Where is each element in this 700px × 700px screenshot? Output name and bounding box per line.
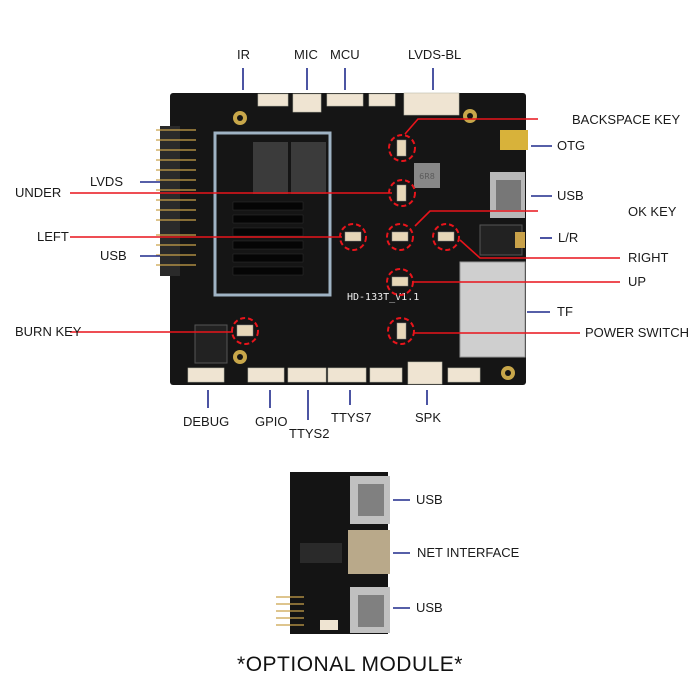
label-ttys7: TTYS7 — [331, 410, 372, 425]
label-module-usb-bottom: USB — [416, 600, 443, 615]
optional-module-board — [276, 472, 390, 634]
label-right: RIGHT — [628, 250, 669, 265]
label-ok-key: OK KEY — [628, 204, 677, 219]
label-backspace-key: BACKSPACE KEY — [572, 112, 681, 127]
inductor — [414, 163, 440, 188]
label-debug: DEBUG — [183, 414, 230, 429]
label-lr: L/R — [558, 230, 579, 245]
label-usb-right: USB — [557, 188, 584, 203]
port-leader-lines — [140, 68, 552, 609]
label-under: UNDER — [15, 185, 62, 200]
label-spk: SPK — [415, 410, 442, 425]
button-leader-lines — [70, 118, 620, 334]
label-up: UP — [628, 274, 647, 289]
label-lvds-bl: LVDS-BL — [408, 47, 462, 62]
main-board: 6R8 HD-133T_V1.1 — [156, 92, 528, 385]
label-mcu: MCU — [330, 47, 360, 62]
label-lvds: LVDS — [90, 174, 123, 189]
label-module-usb-top: USB — [416, 492, 443, 507]
label-ir: IR — [237, 47, 250, 62]
label-burn-key: BURN KEY — [15, 324, 82, 339]
label-usb-left: USB — [100, 248, 127, 263]
optional-module-caption: *OPTIONAL MODULE* — [237, 653, 463, 676]
label-otg: OTG — [557, 138, 586, 153]
board-silkscreen: HD-133T_V1.1 — [347, 292, 419, 303]
inductor-marking: 6R8 — [419, 172, 435, 181]
label-ttys2: TTYS2 — [289, 426, 330, 441]
label-net-interface: NET INTERFACE — [417, 545, 520, 560]
label-left: LEFT — [37, 229, 69, 244]
label-gpio: GPIO — [255, 414, 288, 429]
label-power-switch: POWER SWITCH — [585, 325, 689, 340]
label-tf: TF — [557, 304, 573, 319]
label-mic: MIC — [294, 47, 318, 62]
